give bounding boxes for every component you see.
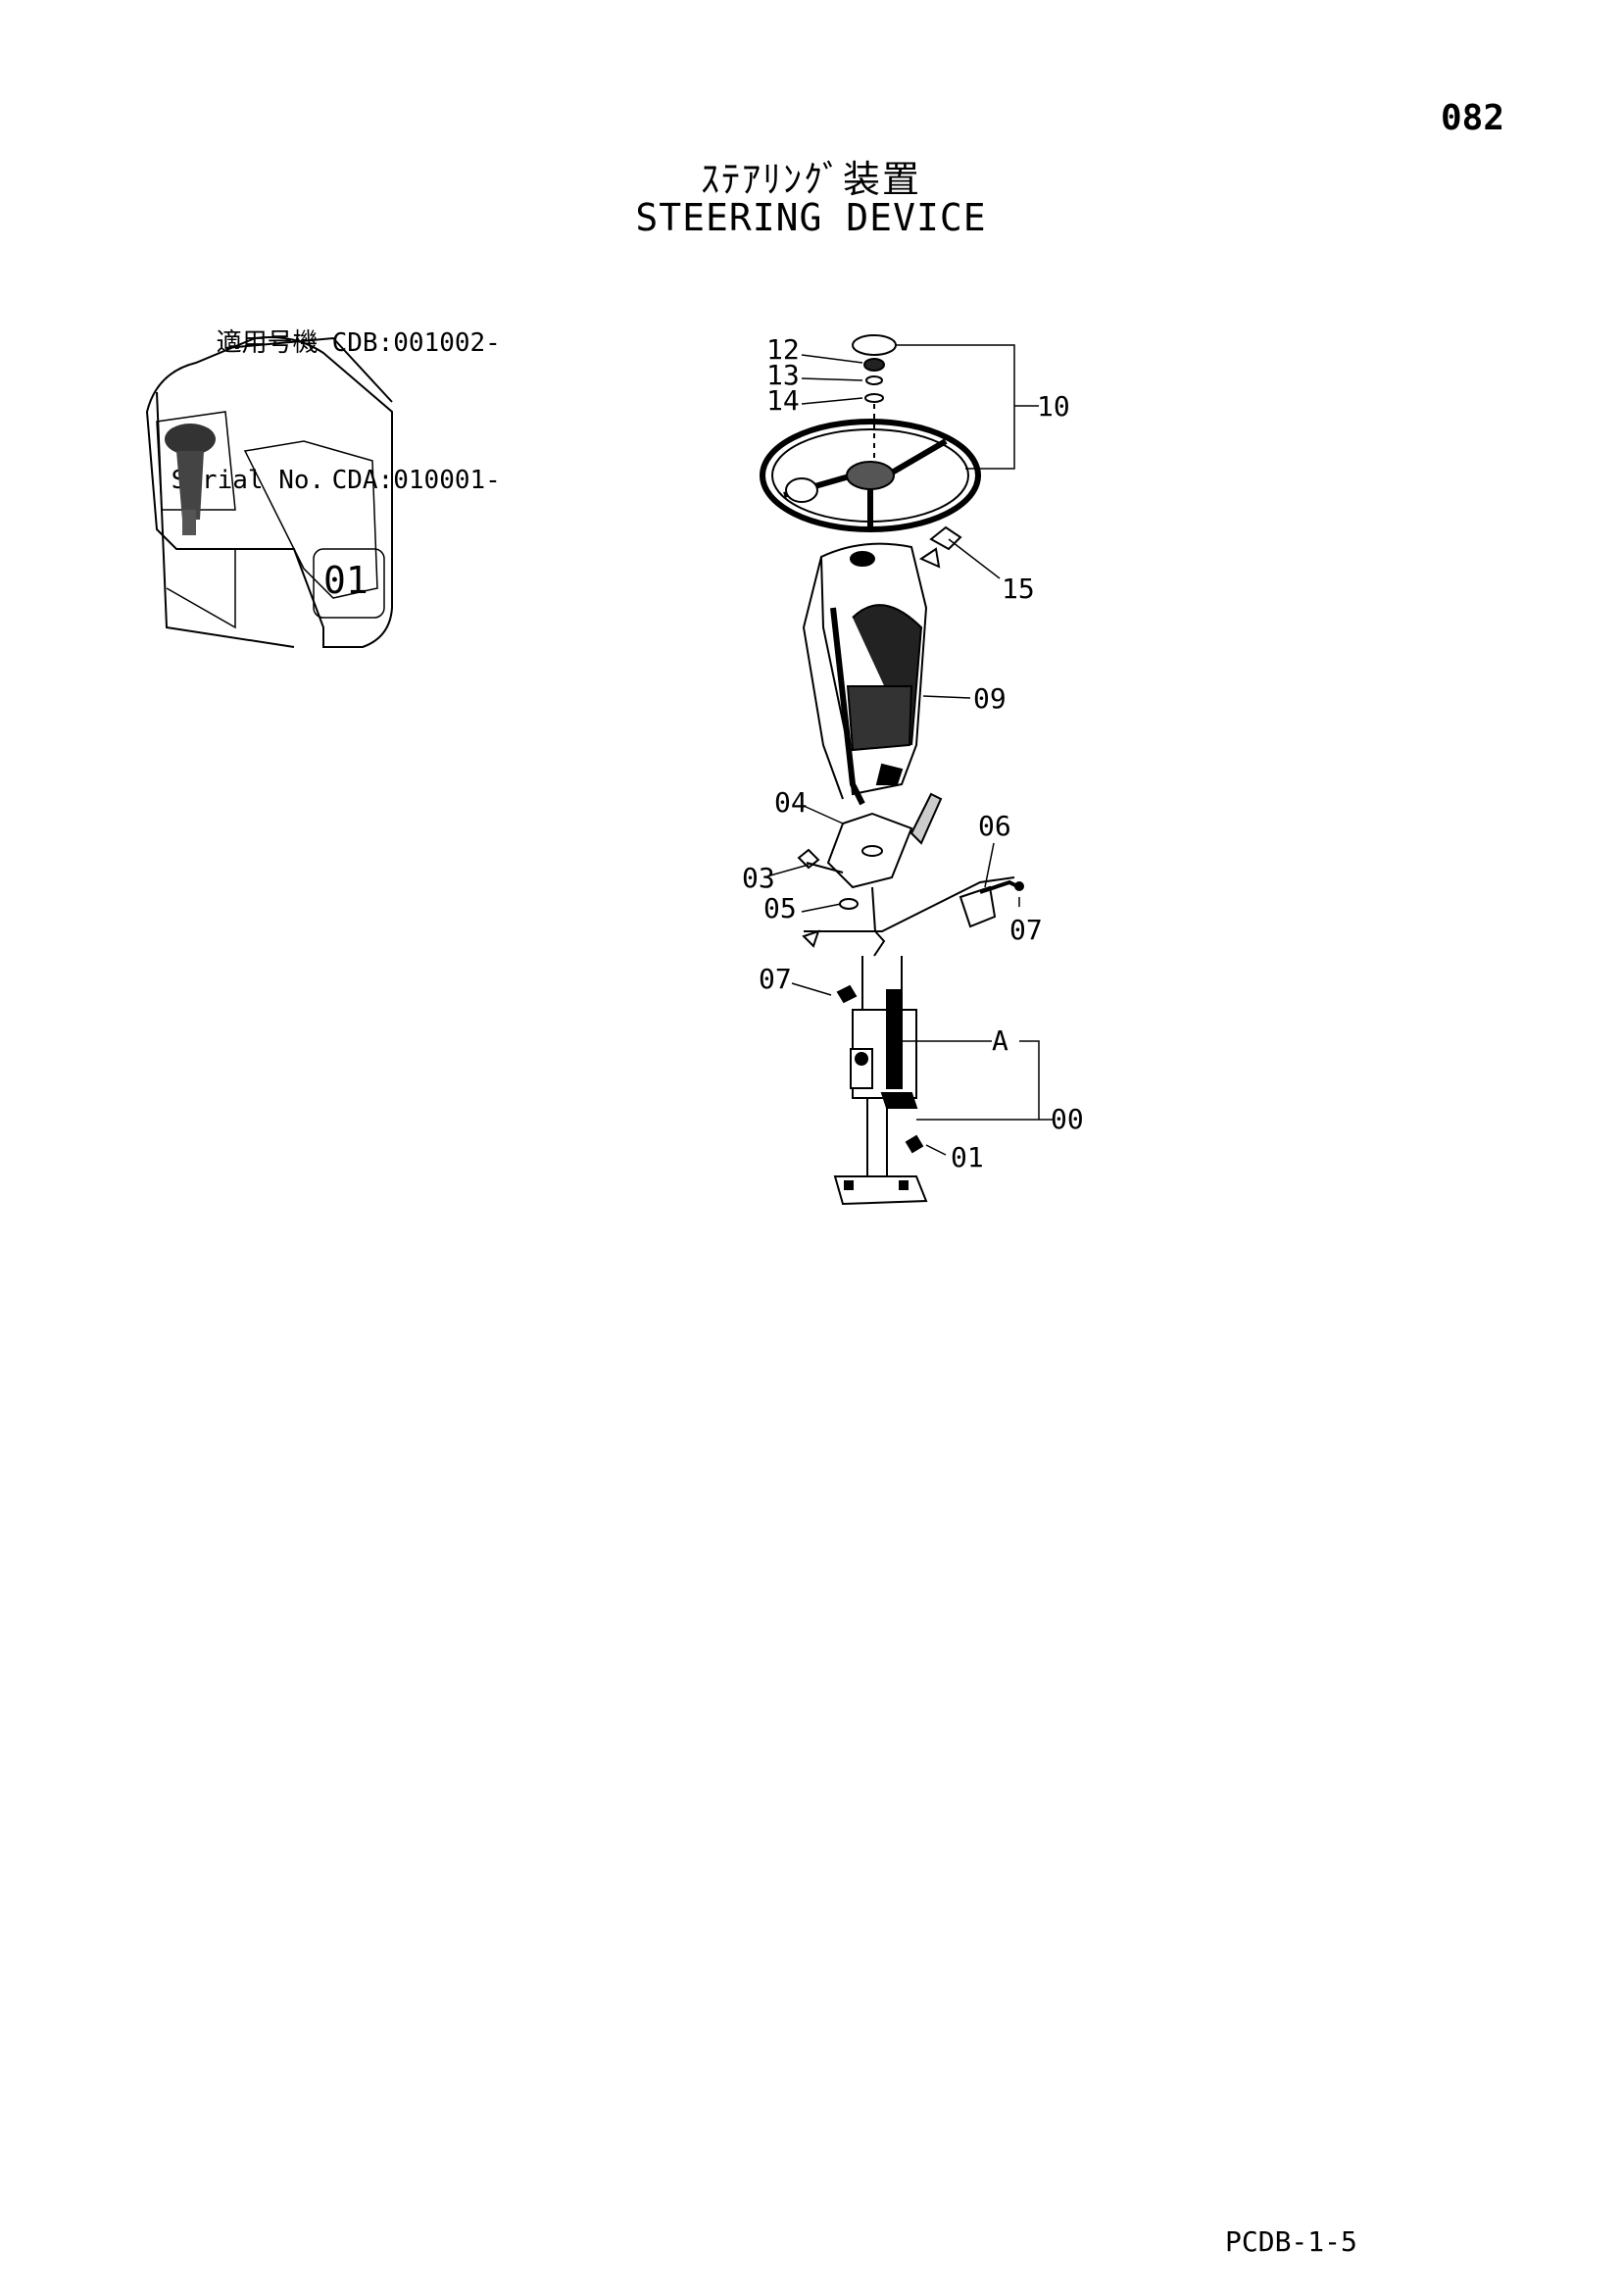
column-mechanism [797, 792, 1024, 1206]
callout-label: 10 [1037, 390, 1070, 423]
column-cover [802, 525, 962, 806]
page-number: 082 [1441, 98, 1505, 138]
callout-label: 13 [766, 359, 800, 391]
callout-label: 12 [766, 333, 800, 366]
callout-label: 07 [1009, 914, 1043, 946]
callout-label: A [992, 1024, 1008, 1057]
callout-label: 07 [759, 963, 792, 995]
serial-block: 適用号機 CDB:001002- Serial No.CDA:010001- [110, 247, 501, 549]
cab-marking: 01 [323, 559, 369, 602]
serial-row: 適用号機 CDB:001002- [110, 302, 501, 384]
cab-thumbnail [145, 336, 393, 648]
steering-wheel [760, 334, 981, 532]
serial-row-value: CDA:010001- [331, 466, 501, 495]
serial-row: Serial No.CDA:010001- [110, 439, 501, 522]
title-japanese: ｽﾃｱﾘﾝｸﾞ装置 [700, 158, 921, 201]
serial-row-label: 適用号機 [216, 328, 319, 358]
serial-row-value: CDB:001002- [331, 328, 501, 358]
callout-label: 00 [1051, 1103, 1084, 1135]
callout-label: 15 [1002, 573, 1035, 605]
footer-code: PCDB-1-5 [1225, 2225, 1357, 2258]
title-english: STEERING DEVICE [635, 196, 987, 239]
leader-lines [769, 344, 1054, 1156]
callout-label: 01 [951, 1141, 984, 1173]
callout-label: 09 [973, 682, 1007, 715]
callout-label: 04 [774, 786, 808, 819]
callout-label: 03 [742, 862, 775, 894]
callout-label: 14 [766, 384, 800, 417]
callout-label: 06 [978, 810, 1011, 842]
callout-label: 05 [763, 892, 797, 924]
callout-labels: 12 13 14 10 15 09 04 06 03 07 05 07 A 00… [742, 333, 1084, 1173]
cab-steering-highlight [165, 424, 216, 535]
